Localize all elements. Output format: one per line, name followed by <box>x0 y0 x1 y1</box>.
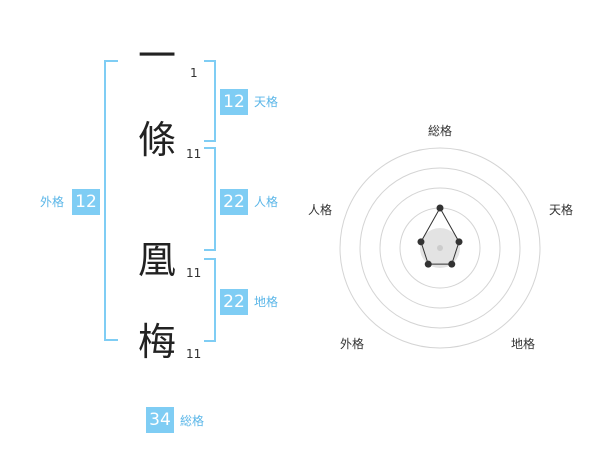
tenkaku-bracket <box>204 60 216 142</box>
tenkaku-label: 天格 <box>254 95 279 109</box>
soukaku-badge: 34 <box>146 407 174 433</box>
radar-chart <box>339 147 541 349</box>
gaikaku-badge: 12 <box>72 189 100 215</box>
radar-axis-label-gaikaku: 外格 <box>340 337 365 351</box>
jinkaku-label: 人格 <box>254 195 279 209</box>
stroke-count-2: 11 <box>186 147 202 161</box>
jinkaku-bracket <box>204 147 216 251</box>
radar-point-1 <box>455 238 463 246</box>
radar-center-dot <box>437 245 443 251</box>
radar-ring-2 <box>379 187 501 309</box>
radar-axis-label-soukaku: 総格 <box>428 124 453 138</box>
chikaku-badge: 22 <box>220 289 248 315</box>
tenkaku-badge: 12 <box>220 89 248 115</box>
radar-ring-4 <box>339 147 541 349</box>
name-char-2: 條 <box>138 118 177 162</box>
stroke-count-4: 11 <box>186 347 202 361</box>
radar-axis-label-chikaku: 地格 <box>511 337 536 351</box>
radar-point-4 <box>417 238 425 246</box>
radar-axis-label-tenkaku: 天格 <box>549 203 574 217</box>
radar-point-3 <box>424 260 432 268</box>
radar-point-2 <box>448 260 456 268</box>
stroke-count-3: 11 <box>186 266 202 280</box>
gaikaku-label: 外格 <box>40 195 65 209</box>
name-char-1: 一 <box>138 34 177 78</box>
soukaku-label: 総格 <box>180 414 205 428</box>
gaikaku-bracket <box>104 60 118 341</box>
name-char-3: 凰 <box>138 238 177 282</box>
stroke-count-1: 1 <box>190 66 198 80</box>
radar-ring-3 <box>359 167 521 329</box>
jinkaku-badge: 22 <box>220 189 248 215</box>
radar-axis-label-jinkaku: 人格 <box>308 203 333 217</box>
name-char-4: 梅 <box>138 320 177 364</box>
radar-point-0 <box>436 204 444 212</box>
radar-series-line <box>420 206 460 265</box>
chikaku-bracket <box>204 258 216 342</box>
chikaku-label: 地格 <box>254 295 279 309</box>
